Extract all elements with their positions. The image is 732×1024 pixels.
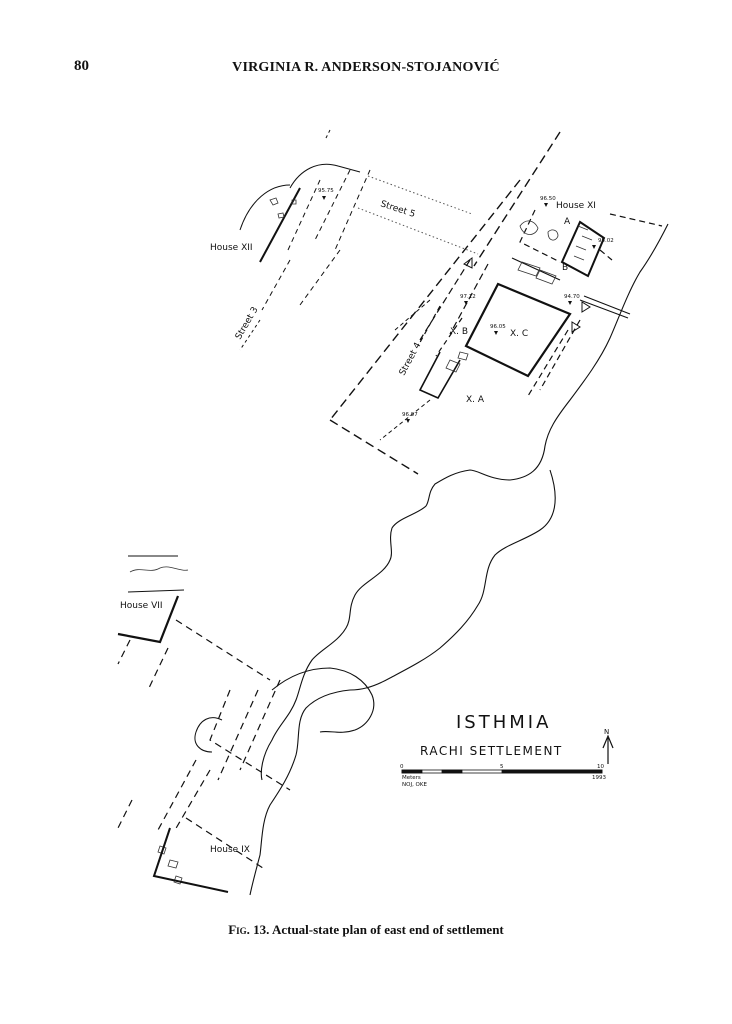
running-head: VIRGINIA R. ANDERSON-STOJANOVIĆ [232,60,500,75]
coastline [260,223,669,781]
rubble [129,197,593,885]
label-house-ix: House IX [210,845,250,855]
scale-tick-0: 0 [400,764,404,770]
elevation-label: 96.50 [540,196,556,202]
label-room-xb: X. B [450,327,468,337]
elevation-label: 96.97 [402,412,418,418]
label-house-xii: House XII [210,243,253,253]
elevation-label: 96.05 [490,324,506,330]
plan-title: ISTHMIA [456,712,551,733]
coastline [349,469,556,691]
drawing-credit: NOJ, OKE [402,782,427,788]
elevation-label: 95.02 [598,238,614,244]
label-room-xc: X. C [510,329,528,339]
house-ix-walls [117,679,281,893]
label-street-5: Street 5 [379,199,416,220]
coastline [249,689,351,896]
street-5-line [357,175,479,255]
figure-caption-text: Actual-state plan of east end of settlem… [271,922,504,937]
scale-tick-5: 5 [500,764,504,770]
label-house-xi: House XI [556,201,596,211]
drawing-year: 1993 [592,775,606,781]
house-vii-walls [117,555,291,791]
elevation-label: 95.75 [318,188,334,194]
label-room-b: B [562,263,568,273]
house-xii-walls [239,129,371,351]
scale-bar [401,769,603,774]
figure-label: Fig. 13. [228,922,270,937]
label-house-vii: House VII [120,601,163,611]
house-xi-walls [419,209,663,341]
north-label: N [604,728,609,736]
elevation-label: 94.70 [564,294,580,300]
scale-units: Meters [402,775,421,781]
elevation-label: 97.12 [460,294,476,300]
label-room-xa: X. A [466,395,485,405]
figure-caption: Fig. 13. Actual-state plan of east end o… [0,922,732,938]
street-4-line [329,131,561,475]
scale-tick-10: 10 [597,764,604,770]
north-arrow-icon [602,734,614,764]
coastline [271,667,375,733]
page-number: 80 [74,58,89,74]
coastline [194,717,223,753]
section-markers [463,257,591,333]
label-street-3: Street 3 [234,305,261,341]
label-room-a: A [564,217,571,227]
label-street-4: Street 4 [398,341,424,378]
plan-subtitle: RACHI SETTLEMENT [420,744,563,758]
